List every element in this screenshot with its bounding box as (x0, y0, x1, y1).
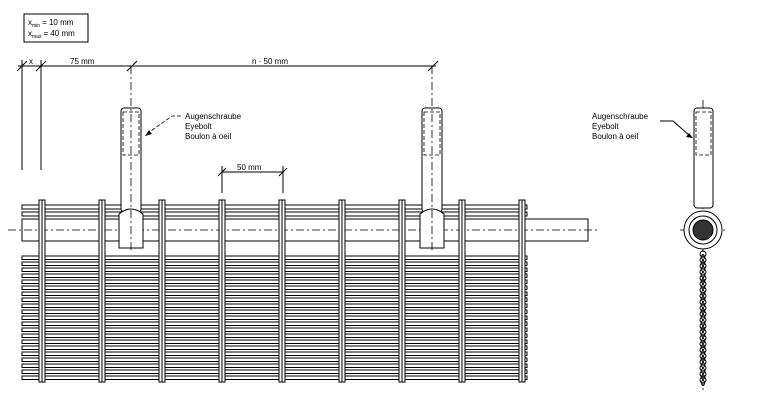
wire-mesh (8, 199, 600, 383)
legend-box: xmin= 10 mm xmax= 40 mm (23, 13, 89, 43)
horizontal-wire (21, 375, 528, 380)
callout-side: Augenschraube Eyebolt Boulon à oeil (592, 112, 693, 141)
horizontal-wire (21, 369, 528, 374)
top-dimension: x 75 mm n · 50 mm (16, 57, 439, 170)
dim-pitch: n · 50 mm (252, 57, 288, 66)
wire-spacing-dimension: 50 mm (217, 163, 288, 193)
horizontal-wire (21, 309, 528, 314)
horizontal-wire (21, 267, 528, 272)
horizontal-wire (21, 327, 528, 332)
eyebolts (118, 66, 445, 252)
svg-text:xmax= 40 mm: xmax= 40 mm (28, 29, 75, 40)
dim-x: x (29, 57, 33, 66)
side-eyebolt-shaft (693, 107, 714, 209)
horizontal-wire (21, 279, 528, 284)
dim-wire-spacing: 50 mm (237, 163, 262, 172)
horizontal-wire (21, 339, 528, 344)
svg-text:Eyebolt: Eyebolt (185, 122, 212, 131)
xmax-sub: max (32, 34, 42, 40)
eyebolt-thread (122, 111, 140, 156)
horizontal-wire (21, 321, 528, 326)
side-eye-inner (688, 215, 718, 245)
horizontal-wire (21, 273, 528, 278)
horizontal-wire (21, 255, 528, 260)
svg-text:Eyebolt: Eyebolt (592, 122, 619, 131)
horizontal-wire (21, 261, 528, 266)
horizontal-wire (21, 357, 528, 362)
horizontal-wire (21, 291, 528, 296)
eyebolt-thread (423, 111, 441, 156)
xmin-value: = 10 mm (42, 18, 74, 27)
side-view (680, 100, 728, 390)
horizontal-wire (21, 333, 528, 338)
svg-text:Augenschraube: Augenschraube (185, 112, 242, 121)
side-eyebolt-thread (695, 111, 712, 156)
horizontal-wire (21, 297, 528, 302)
dim-edge: 75 mm (70, 57, 95, 66)
horizontal-wire (21, 211, 528, 217)
horizontal-wire (21, 345, 528, 350)
xmin-label: x (28, 18, 32, 27)
xmax-label: x (28, 29, 32, 38)
horizontal-wire (21, 303, 528, 308)
horizontal-wire (21, 351, 528, 356)
horizontal-wire (21, 285, 528, 290)
side-rod-section (692, 219, 714, 241)
chain-link (701, 380, 705, 386)
horizontal-wire (21, 315, 528, 320)
svg-text:Boulon à oeil: Boulon à oeil (185, 132, 231, 141)
callout-front: Augenschraube Eyebolt Boulon à oeil (145, 112, 242, 141)
svg-text:xmin= 10 mm: xmin= 10 mm (28, 18, 74, 29)
svg-text:Augenschraube: Augenschraube (592, 112, 649, 121)
xmin-sub: min (32, 23, 40, 29)
horizontal-wire (21, 363, 528, 368)
horizontal-wire (21, 204, 528, 210)
svg-text:Boulon à oeil: Boulon à oeil (592, 132, 638, 141)
chain-link (699, 376, 707, 384)
xmax-value: = 40 mm (43, 29, 75, 38)
